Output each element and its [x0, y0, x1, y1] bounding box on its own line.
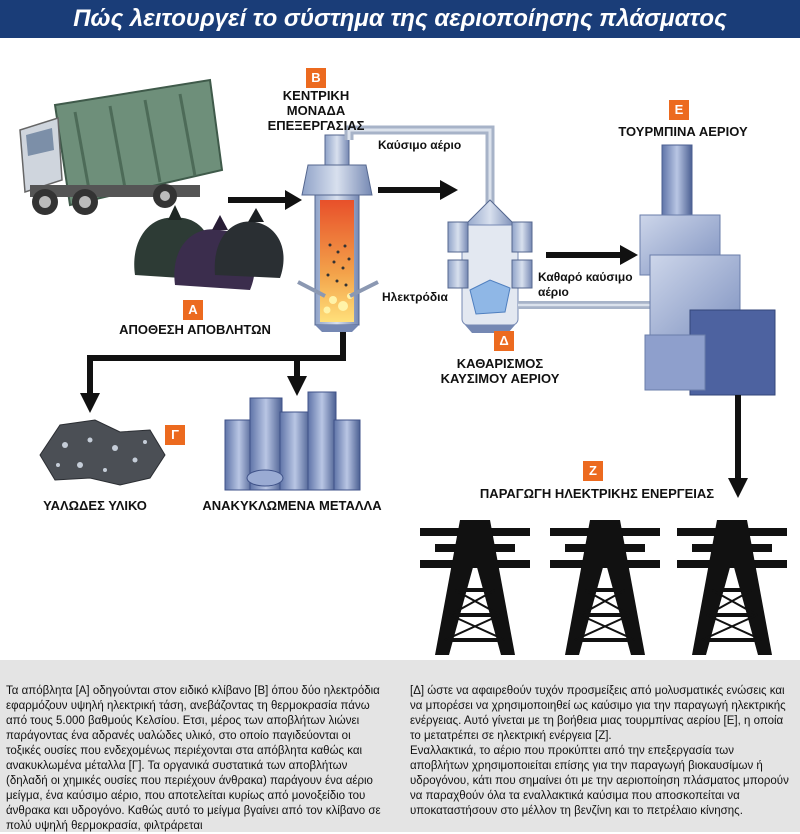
process-illustration — [19, 78, 787, 655]
plasma-furnace-icon — [297, 134, 379, 332]
badge-d: Δ — [494, 331, 514, 351]
badge-z: Ζ — [583, 461, 603, 481]
clean-fuel-line-2: αέριο — [538, 285, 569, 299]
caption-right-column: [Δ] ώστε να αφαιρεθούν τυχόν προσμείξεις… — [410, 684, 794, 819]
gas-cleaning-line-2: ΚΑΥΣΙΜΟΥ ΑΕΡΙΟΥ — [440, 371, 560, 386]
caption-box: Τα απόβλητα [Α] οδηγούνται στον ειδικό κ… — [0, 660, 800, 832]
central-unit-line-3: ΕΠΕΞΕΡΓΑΣΙΑΣ — [267, 118, 365, 133]
fuel-gas-label: Καύσιμο αέριο — [378, 138, 462, 152]
flow-arrow — [228, 190, 302, 210]
badge-e: Ε — [669, 100, 689, 120]
garbage-truck-icon — [19, 78, 224, 215]
caption-left-text: Τα απόβλητα [Α] οδηγούνται στον ειδικό κ… — [6, 685, 381, 832]
caption-right-text-1: [Δ] ώστε να αφαιρεθούν τυχόν προσμείξεις… — [410, 685, 786, 742]
central-unit-label: ΚΕΝΤΡΙΚΗ ΜΟΝΑΔΑ ΕΠΕΞΕΡΓΑΣΙΑΣ — [246, 88, 386, 133]
gas-turbine-icon — [639, 144, 776, 396]
flow-arrow — [728, 395, 748, 498]
turbine-label: ΤΟΥΡΜΠΙΝΑ ΑΕΡΙΟΥ — [618, 124, 748, 139]
central-unit-line-1: ΚΕΝΤΡΙΚΗ — [282, 88, 350, 103]
waste-deposit-label: ΑΠΟΘΕΣΗ ΑΠΟΒΛΗΤΩΝ — [119, 322, 271, 337]
trash-bags-icon — [134, 205, 284, 290]
power-tower-icon — [420, 520, 530, 655]
recycled-metals-label: ΑΝΑΚΥΚΛΩΜΕΝΑ ΜΕΤΑΛΛΑ — [202, 498, 382, 513]
caption-left-column: Τα απόβλητα [Α] οδηγούνται στον ειδικό κ… — [6, 684, 384, 834]
caption-right-text-2: Εναλλακτικά, το αέριο που προκύπτει από … — [410, 745, 789, 817]
power-tower-icon — [550, 520, 660, 655]
gas-cleaner-icon — [447, 199, 533, 333]
badge-g: Γ — [165, 425, 185, 445]
electrodes-label: Ηλεκτρόδια — [382, 290, 448, 304]
clean-fuel-line-1: Καθαρό καύσιμο — [538, 270, 633, 284]
badge-b: Β — [306, 68, 326, 88]
central-unit-line-2: ΜΟΝΑΔΑ — [286, 103, 346, 118]
power-tower-icon — [677, 520, 787, 655]
power-generation-label: ΠΑΡΑΓΩΓΗ ΗΛΕΚΤΡΙΚΗΣ ΕΝΕΡΓΕΙΑΣ — [479, 486, 715, 501]
gas-cleaning-label: ΚΑΘΑΡΙΣΜΟΣ ΚΑΥΣΙΜΟΥ ΑΕΡΙΟΥ — [425, 356, 575, 386]
flow-arrow — [378, 180, 458, 200]
badge-a: Α — [183, 300, 203, 320]
fuel-gas-pipe — [344, 125, 495, 205]
glassy-material-label: ΥΑΛΩΔΕΣ ΥΛΙΚΟ — [43, 498, 147, 513]
glassy-slag-icon — [39, 419, 166, 486]
metal-bars-icon — [224, 391, 361, 491]
page-title: Πώς λειτουργεί το σύστημα της αεριοποίησ… — [0, 0, 800, 38]
flow-arrow — [80, 332, 346, 413]
clean-fuel-label: Καθαρό καύσιμο αέριο — [538, 270, 633, 300]
flow-arrow — [546, 245, 638, 265]
gas-cleaning-line-1: ΚΑΘΑΡΙΣΜΟΣ — [456, 356, 544, 371]
